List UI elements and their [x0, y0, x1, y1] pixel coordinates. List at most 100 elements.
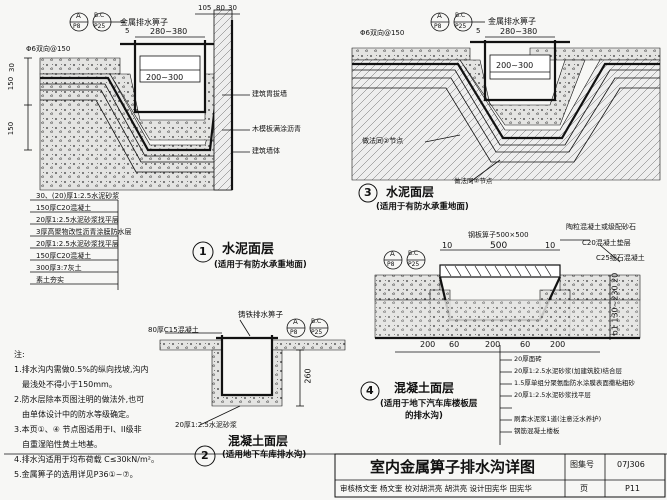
detail-1-grate-label: 金属排水箅子 — [120, 18, 168, 27]
detail-2-grate-label: 铸铁排水箅子 — [238, 310, 283, 319]
detail-4-ref-bc[interactable]: B.C — [408, 250, 419, 257]
detail-4-dim-top-10b: 10 — [545, 241, 556, 250]
detail-1-layer-7: 300厚3:7灰土 — [36, 264, 82, 272]
detail-1-side-label-3: 建筑墙体 — [252, 147, 280, 155]
detail-4-drawing — [360, 239, 641, 445]
detail-2-drawing — [159, 318, 346, 467]
note-line-4: 由单体设计中的防水等级确定。 — [22, 410, 134, 419]
detail-4-dim-bottom-3: 200 — [485, 340, 501, 349]
detail-3-number: 3 — [364, 186, 372, 199]
detail-1-dim-80: 80 — [216, 4, 225, 12]
detail-4-dim-top-500: 500 — [490, 241, 508, 251]
detail-3-node-label-a: 做法同②节点 — [362, 137, 404, 145]
detail-3-dim-inner: 200~300 — [496, 61, 534, 70]
detail-1-dim-5: 5 — [125, 27, 130, 35]
detail-1-side-label-1: 建筑胄拔墙 — [252, 90, 287, 98]
detail-1-dim-width: 280~380 — [150, 27, 188, 36]
detail-2-number: 2 — [201, 449, 209, 462]
detail-4-ref-p8: P8 — [387, 261, 395, 268]
note-line-7: 4.排水沟适用于均布荷载 C≤30kN/m²。 — [14, 455, 159, 464]
title-block-frame — [4, 453, 667, 498]
detail-2-subtitle: (适用地下车库排水沟) — [222, 450, 307, 460]
detail-1-layer-1: 30、(20)厚1:2.5水泥砂浆 — [36, 192, 120, 200]
detail-4-layer-2: 20厚1:2.5水泥砂浆(加建筑胶)结合层 — [514, 367, 623, 375]
detail-4-dim-bottom-5: 200 — [550, 340, 566, 349]
note-line-5: 3.本页①、④ 节点图适用于I、II级非 — [14, 425, 142, 434]
atlas-label: 图集号 — [570, 460, 594, 469]
detail-1-ref-bc[interactable]: B.C — [94, 12, 105, 19]
detail-1-ref-p25: P25 — [94, 23, 106, 30]
review-signature-row: 审核杨文奎 杨文奎 校对胡洪亮 胡洪亮 设计田宪华 田宪华 — [340, 484, 532, 493]
detail-4-subtitle-1: (适用于地下汽车库楼板层 — [380, 399, 478, 409]
detail-1-name: 水泥面层 — [222, 242, 275, 257]
detail-2-dim-260: 260 — [303, 368, 313, 384]
detail-2-concrete-label: 80厚C15混凝土 — [148, 326, 199, 334]
detail-1-dim-left-30: 30 — [7, 63, 16, 72]
detail-2-ref-a[interactable]: A — [293, 318, 298, 326]
detail-1-side-label-2: 木模板满涂沥青 — [252, 125, 301, 133]
detail-1-dim-left-150a: 150 — [7, 76, 16, 91]
detail-4-dim-bottom-2: 60 — [449, 340, 460, 349]
page-number: P11 — [625, 484, 641, 493]
detail-2-ref-p8: P8 — [290, 329, 298, 336]
detail-4-top-label-1: 陶粒混凝土或级配砂石 — [566, 223, 636, 231]
page-label: 页 — [580, 484, 588, 493]
detail-2-name: 混凝土面层 — [228, 434, 289, 448]
detail-4-ref-p25: P25 — [408, 261, 420, 268]
note-line-1: 1.排水沟内需做0.5%的纵向找坡,沟内 — [14, 365, 149, 374]
atlas-number: 07J306 — [617, 460, 645, 469]
detail-2-ref-p25: P25 — [311, 329, 323, 336]
detail-4-layer-6: 钢筋混凝土楼板 — [514, 427, 560, 435]
detail-2-ref-bc[interactable]: B.C — [311, 318, 322, 325]
detail-3-node-label-b: 做法同②节点 — [454, 177, 493, 185]
detail-4-layer-1: 20厚面砖 — [514, 355, 542, 363]
detail-2-bottom-label: 20厚1:2.5水泥砂浆 — [175, 421, 237, 429]
detail-3-rebar: Φ6双向@150 — [360, 29, 405, 37]
detail-4-name: 混凝土面层 — [394, 381, 455, 395]
detail-3-ref-a[interactable]: A — [437, 12, 442, 20]
detail-1-ref-a[interactable]: A — [76, 12, 81, 20]
detail-3-subtitle: (适用于有防水承重地面) — [376, 202, 469, 212]
detail-4-layer-4: 20厚1:2.5水泥砂浆找平层 — [514, 391, 591, 399]
detail-4-number: 4 — [366, 384, 374, 397]
detail-1-layer-2: 150厚C20混凝土 — [36, 204, 92, 212]
detail-4-dim-bottom-1: 200 — [420, 340, 436, 349]
detail-1-dim-30: 30 — [228, 4, 237, 12]
detail-4-dim-bottom-4: 60 — [520, 340, 531, 349]
detail-3-grate-label: 金属排水箅子 — [488, 17, 536, 26]
notes-block: 注: 1.排水沟内需做0.5%的纵向找坡,沟内 最浅处不得小于150mm。 2.… — [14, 347, 189, 482]
detail-1-dim-left-150b: 150 — [7, 121, 16, 136]
detail-4-layer-3: 1.5厚单组分聚氨酯防水涂膜表面撒粘粗砂 — [514, 379, 635, 387]
detail-4-top-label-2: C20混凝土垫层 — [582, 239, 631, 247]
detail-4-grate-label: 钢板箅子500×500 — [468, 231, 529, 239]
notes-heading: 注: — [14, 350, 25, 359]
detail-3-dim-width: 280~380 — [500, 27, 538, 36]
note-line-3: 2.防水层除本页图注明的做法外,也可 — [14, 395, 145, 404]
detail-1-drawing — [24, 9, 250, 290]
note-line-2: 最浅处不得小于150mm。 — [22, 380, 117, 389]
detail-3-dim-5: 5 — [476, 27, 481, 35]
detail-1-number: 1 — [199, 245, 207, 258]
note-line-8: 5.金属箅子的选用详见P36①~⑦。 — [14, 470, 138, 479]
detail-1-ref-p8: P8 — [73, 23, 81, 30]
detail-4-dim-right: b1 130~230 20 — [610, 272, 620, 336]
detail-4-ref-a[interactable]: A — [390, 250, 395, 258]
detail-1-layer-6: 150厚C20混凝土 — [36, 252, 92, 260]
detail-1-subtitle: (适用于有防水承重地面) — [214, 260, 307, 270]
detail-3-name: 水泥面层 — [386, 185, 435, 199]
detail-1-dim-inner: 200~300 — [146, 73, 184, 82]
detail-1-rebar: Φ6双向@150 — [26, 45, 71, 53]
detail-1-dim-105: 105 — [198, 4, 212, 12]
detail-4-layer-5: 刷素水泥浆1道(注意泛水养护) — [514, 415, 602, 423]
detail-4-subtitle-2: 的排水沟) — [405, 411, 443, 421]
detail-1-layer-8: 素土夯实 — [36, 276, 64, 284]
detail-3-drawing — [351, 12, 661, 203]
note-line-6: 自重湿陷性黄土地基。 — [22, 440, 102, 449]
detail-4-dim-top-10a: 10 — [442, 241, 453, 250]
detail-3-ref-p8: P8 — [434, 23, 442, 30]
detail-1-layer-5: 20厚1:2.5水泥砂浆找平层 — [36, 240, 119, 248]
detail-3-ref-bc[interactable]: B.C — [455, 12, 466, 19]
detail-4-top-label-3: C25细石混凝土 — [596, 254, 645, 262]
detail-1-layer-3: 20厚1:2.5水泥砂浆找平层 — [36, 216, 119, 224]
